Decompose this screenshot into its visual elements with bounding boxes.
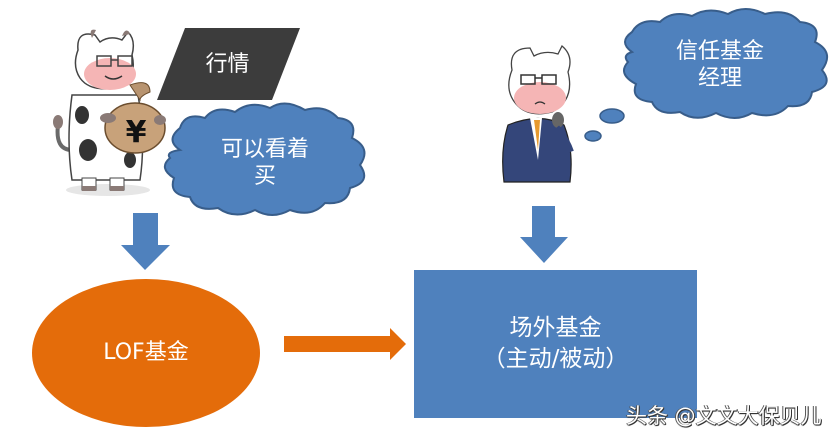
svg-text:¥: ¥ bbox=[126, 115, 147, 150]
otc-fund-label-line1: 场外基金 bbox=[509, 314, 602, 341]
lof-fund-node: LOF基金 bbox=[60, 333, 232, 373]
cloud-shape-left bbox=[163, 102, 366, 216]
cloud-right-label: 信任基金 经理 bbox=[640, 32, 800, 98]
cloud-left-line2: 买 bbox=[253, 164, 276, 189]
cloud-left-label: 可以看着 买 bbox=[190, 130, 340, 196]
otc-fund-node-shape bbox=[414, 270, 697, 418]
cow-in-suit-icon bbox=[502, 44, 574, 183]
thought-bubble-small bbox=[584, 130, 602, 142]
thought-bubble-large bbox=[599, 108, 625, 124]
watermark: 头条 @文文大保贝儿 bbox=[626, 404, 822, 428]
market-tag-label: 行情 bbox=[205, 52, 250, 78]
lof-fund-label: LOF基金 bbox=[103, 340, 189, 366]
market-tag: 行情 bbox=[170, 45, 285, 85]
arrow-down-right bbox=[520, 206, 568, 263]
cow-money-bag-icon: ¥ bbox=[53, 29, 166, 196]
market-tag-shape bbox=[157, 28, 300, 100]
cloud-right-line1: 信任基金 bbox=[675, 38, 764, 64]
arrow-down-left bbox=[121, 213, 170, 270]
cloud-shape-right bbox=[622, 8, 829, 119]
cloud-right-line2: 经理 bbox=[697, 66, 742, 91]
otc-fund-node: 场外基金 （主动/被动） bbox=[414, 310, 697, 378]
arrow-right-orange bbox=[284, 328, 406, 360]
cloud-left-line1: 可以看着 bbox=[220, 136, 309, 162]
otc-fund-label-line2: （主动/被动） bbox=[482, 346, 629, 372]
lof-fund-node-shape bbox=[32, 279, 260, 427]
